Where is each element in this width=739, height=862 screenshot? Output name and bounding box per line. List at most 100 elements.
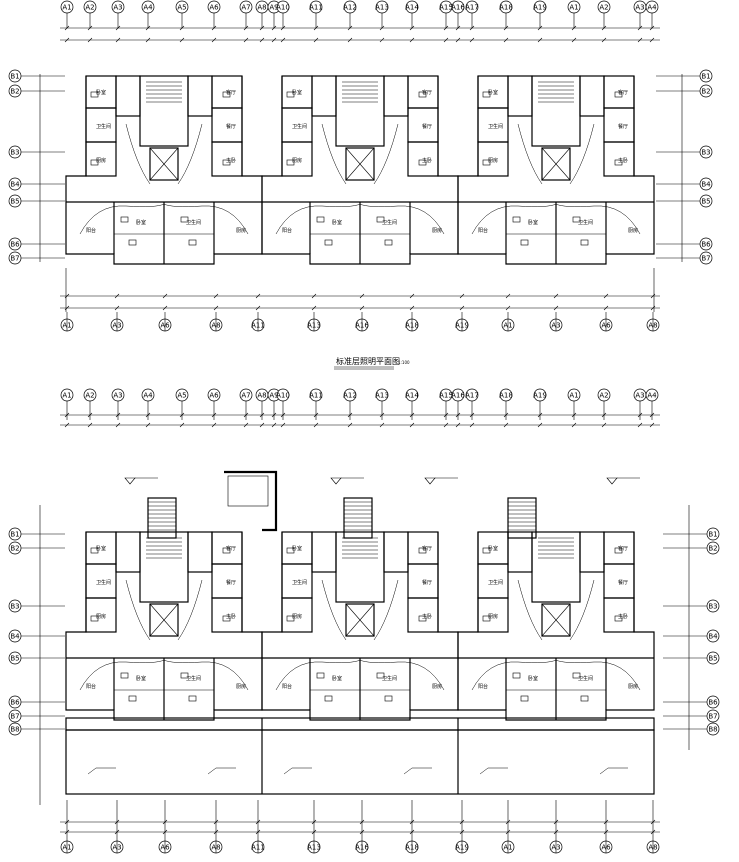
axis-bubble-a17: A17: [465, 0, 479, 14]
room-label: 厨房: [488, 613, 498, 620]
room-label: 阳台: [478, 683, 488, 690]
axis-bubble-a14: A14: [405, 0, 419, 14]
axis-bubble-b7: B7: [8, 251, 22, 265]
upper-plan-caption: 标准层照明平面图 1:100: [334, 356, 410, 370]
room-label: 卫生间: [186, 219, 201, 226]
axis-bubble-a11: A11: [309, 0, 323, 14]
axis-bubble-a2: A2: [597, 388, 611, 402]
apartment-unit-lower-3: 卧室卫生间厨房客厅餐厅主卧阳台卧室卫生间厨房: [457, 531, 655, 721]
svg-text:B6: B6: [10, 699, 20, 707]
room-label: 餐厅: [422, 123, 432, 130]
room-label: 厨房: [292, 613, 302, 620]
axis-bubble-a16: A16: [451, 388, 465, 402]
svg-text:A2: A2: [85, 4, 94, 12]
room-label: 主卧: [422, 613, 432, 620]
svg-text:A1: A1: [62, 392, 71, 400]
svg-text:A18: A18: [499, 392, 513, 400]
room-label: 卫生间: [488, 123, 503, 130]
axis-bubble-a18: A18: [499, 388, 513, 402]
axis-bubble-a16: A16: [451, 0, 465, 14]
svg-text:B7: B7: [10, 713, 19, 721]
room-label: 主卧: [226, 157, 236, 164]
svg-text:A17: A17: [465, 4, 479, 12]
svg-text:B7: B7: [10, 255, 19, 263]
svg-text:A8: A8: [257, 4, 266, 12]
lower-dimension-lines: [39, 412, 690, 835]
axis-bubble-a6: A6: [207, 0, 221, 14]
axis-bubble-b1: B1: [706, 527, 720, 541]
room-label: 阳台: [282, 683, 292, 690]
svg-text:B2: B2: [10, 545, 19, 553]
room-label: 餐厅: [618, 579, 628, 586]
svg-text:A11: A11: [309, 4, 323, 12]
room-label: 主卧: [422, 157, 432, 164]
axis-bubble-b4: B4: [8, 177, 22, 191]
room-label: 阳台: [86, 683, 96, 690]
axis-bubble-b4: B4: [699, 177, 713, 191]
room-label: 主卧: [618, 157, 628, 164]
axis-bubble-a3: A3: [111, 388, 125, 402]
svg-text:A4: A4: [647, 4, 657, 12]
axis-bubble-b5: B5: [699, 194, 713, 208]
room-label: 卫生间: [578, 675, 593, 682]
axis-bubble-b6: B6: [8, 695, 22, 709]
axis-bubble-a3: A3: [633, 0, 647, 14]
room-label: 卫生间: [382, 219, 397, 226]
apartment-unit-upper-2: 卧室卫生间厨房客厅餐厅主卧阳台卧室卫生间厨房: [261, 75, 459, 265]
svg-text:B2: B2: [701, 88, 710, 96]
room-label: 客厅: [618, 545, 628, 552]
room-label: 卫生间: [96, 123, 111, 130]
room-label: 卧室: [292, 545, 302, 552]
axis-bubble-b2: B2: [8, 84, 22, 98]
svg-text:B1: B1: [10, 73, 19, 81]
svg-text:B1: B1: [10, 531, 19, 539]
svg-text:A2: A2: [599, 392, 608, 400]
axis-bubble-b8: B8: [8, 722, 22, 736]
svg-text:A13: A13: [375, 4, 389, 12]
room-label: 卧室: [528, 675, 538, 682]
svg-text:B1: B1: [701, 73, 710, 81]
svg-text:A4: A4: [143, 4, 153, 12]
svg-text:A8: A8: [257, 392, 266, 400]
axis-bubble-a19: A19: [533, 0, 547, 14]
room-label: 卧室: [96, 545, 106, 552]
axis-bubble-b3: B3: [706, 599, 720, 613]
axis-bubble-b6: B6: [699, 237, 713, 251]
upper-dimension-lines: [39, 25, 683, 312]
axis-bubble-a11: A11: [309, 388, 323, 402]
axis-bubble-b5: B5: [8, 194, 22, 208]
axis-bubble-a7: A7: [239, 388, 253, 402]
room-label: 阳台: [478, 227, 488, 234]
svg-text:A3: A3: [113, 392, 122, 400]
svg-text:A12: A12: [343, 4, 357, 12]
axis-bubble-b1: B1: [699, 69, 713, 83]
upper-apartment-units: 卧室卫生间厨房客厅餐厅主卧阳台卧室卫生间厨房卧室卫生间厨房客厅餐厅主卧阳台卧室卫…: [65, 75, 655, 265]
axis-bubble-b7: B7: [8, 709, 22, 723]
svg-text:A15: A15: [439, 392, 453, 400]
svg-text:B7: B7: [708, 713, 717, 721]
room-label: 餐厅: [618, 123, 628, 130]
svg-text:A2: A2: [85, 392, 94, 400]
axis-bubble-a6: A6: [207, 388, 221, 402]
room-label: 卫生间: [186, 675, 201, 682]
axis-bubble-b7: B7: [706, 709, 720, 723]
room-label: 客厅: [226, 89, 236, 96]
axis-bubble-a4: A4: [645, 388, 659, 402]
svg-text:A10: A10: [276, 4, 290, 12]
svg-text:B4: B4: [10, 633, 20, 641]
svg-text:A11: A11: [309, 392, 323, 400]
axis-bubble-a19: A19: [533, 388, 547, 402]
svg-text:A3: A3: [113, 4, 122, 12]
room-label: 主卧: [226, 613, 236, 620]
axis-bubble-b2: B2: [706, 541, 720, 555]
svg-text:A10: A10: [276, 392, 290, 400]
room-label: 厨房: [96, 157, 106, 164]
axis-bubble-a2: A2: [597, 0, 611, 14]
